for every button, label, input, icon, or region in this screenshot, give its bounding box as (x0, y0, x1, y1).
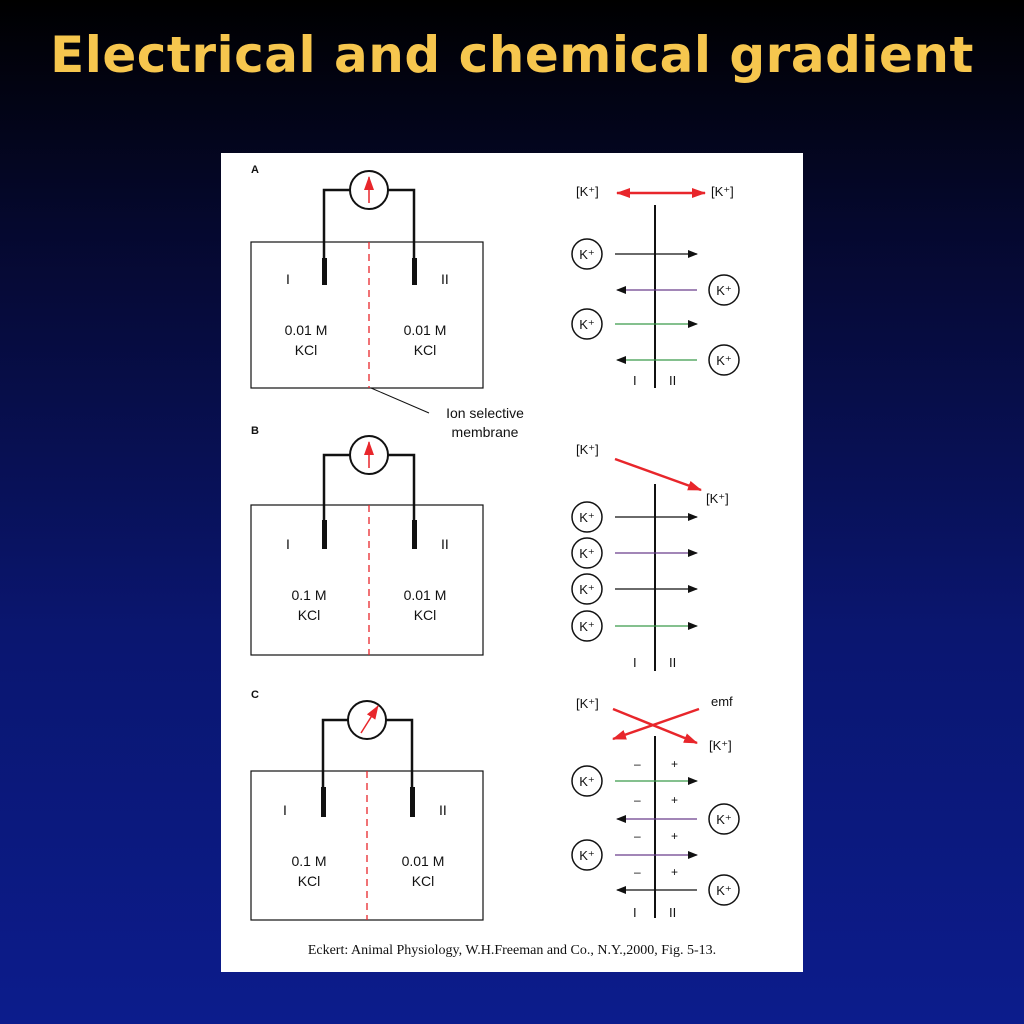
membrane-label: membrane (452, 424, 519, 440)
electrode-wire (322, 453, 350, 523)
concentration-label: [K⁺] (576, 442, 599, 457)
minus-sign: – (634, 793, 641, 807)
ion-circle (708, 874, 740, 906)
right-concentration: 0.01 M (404, 587, 447, 603)
membrane-leader-line (370, 387, 430, 414)
side-label: I (286, 536, 290, 552)
side-label: II (669, 373, 676, 388)
electrode (412, 520, 417, 549)
ion-circle (571, 501, 603, 533)
left-salt: KCl (298, 873, 321, 889)
ion-circle (708, 344, 740, 376)
right-salt: KCl (414, 342, 437, 358)
electrode (321, 787, 326, 817)
electrode (410, 787, 415, 817)
panel-c: C I II 0.1 M KCl 0.01 M KCl [K⁺] emf [K⁺… (250, 689, 740, 921)
ion-label: K⁺ (579, 317, 595, 332)
ion-label: K⁺ (579, 848, 595, 863)
concentration-label: [K⁺] (576, 184, 599, 199)
ion-circle (571, 610, 603, 642)
panel-a: A I II 0.01 M KCl 0.01 M KCl Ion selecti… (250, 164, 740, 440)
side-label: I (633, 905, 637, 920)
plus-sign: + (671, 757, 678, 771)
figure-diagram: A I II 0.01 M KCl 0.01 M KCl Ion selecti… (250, 164, 740, 921)
ion-circle (571, 573, 603, 605)
panel-b: B I II 0.1 M KCl 0.01 M KCl [K⁺] [K⁺] I … (250, 425, 729, 671)
plus-sign: + (671, 865, 678, 879)
right-concentration: 0.01 M (404, 322, 447, 338)
electrode (322, 520, 327, 549)
figure-caption: Eckert: Animal Physiology, W.H.Freeman a… (307, 943, 717, 958)
emf-label: emf (711, 694, 733, 709)
electrode-wire (322, 188, 350, 261)
emf-arrow (612, 707, 700, 741)
meter-needle (360, 705, 379, 734)
ion-circle (571, 765, 603, 797)
ion-label: K⁺ (716, 883, 732, 898)
gradient-arrow (614, 457, 702, 492)
electrode-wire (388, 453, 416, 523)
side-label: II (441, 271, 449, 287)
panel-letter: B (251, 425, 259, 437)
electrode-wire (386, 718, 414, 790)
voltmeter (347, 700, 387, 740)
side-label: I (633, 655, 637, 670)
ion-circle (571, 308, 603, 340)
electrode (322, 258, 327, 285)
ion-label: K⁺ (716, 353, 732, 368)
concentration-label: [K⁺] (709, 738, 732, 753)
plus-sign: + (671, 829, 678, 843)
ion-circle (571, 537, 603, 569)
left-concentration: 0.1 M (291, 853, 326, 869)
side-label: II (669, 905, 676, 920)
side-label: I (286, 271, 290, 287)
concentration-label: [K⁺] (706, 491, 729, 506)
concentration-label: [K⁺] (576, 696, 599, 711)
ion-circle (708, 803, 740, 835)
electrode-wire (321, 718, 348, 790)
beaker (250, 241, 484, 389)
left-salt: KCl (298, 607, 321, 623)
ion-circle (708, 274, 740, 306)
side-label: II (439, 802, 447, 818)
electrode (412, 258, 417, 285)
minus-sign: – (634, 865, 641, 879)
left-salt: KCl (295, 342, 318, 358)
ion-label: K⁺ (579, 582, 595, 597)
ion-label: K⁺ (579, 247, 595, 262)
ion-label: K⁺ (716, 283, 732, 298)
plus-sign: + (671, 793, 678, 807)
ion-label: K⁺ (579, 619, 595, 634)
side-label: II (441, 536, 449, 552)
side-label: I (633, 373, 637, 388)
ion-circle (571, 238, 603, 270)
right-salt: KCl (414, 607, 437, 623)
electrode-wire (388, 188, 416, 261)
membrane-label: Ion selective (446, 405, 524, 421)
right-concentration: 0.01 M (402, 853, 445, 869)
ion-label: K⁺ (579, 774, 595, 789)
figure: A I II 0.01 M KCl 0.01 M KCl Ion selecti… (221, 153, 803, 972)
right-salt: KCl (412, 873, 435, 889)
ion-label: K⁺ (716, 812, 732, 827)
ion-label: K⁺ (579, 510, 595, 525)
left-concentration: 0.01 M (285, 322, 328, 338)
ion-label: K⁺ (579, 546, 595, 561)
minus-sign: – (634, 757, 641, 771)
panel-letter: A (251, 164, 259, 176)
side-label: II (669, 655, 676, 670)
ion-circle (571, 839, 603, 871)
side-label: I (283, 802, 287, 818)
panel-letter: C (251, 689, 259, 701)
left-concentration: 0.1 M (291, 587, 326, 603)
concentration-label: [K⁺] (711, 184, 734, 199)
gradient-arrow (612, 707, 698, 745)
slide-title: Electrical and chemical gradient (50, 26, 974, 84)
beaker (250, 504, 484, 656)
minus-sign: – (634, 829, 641, 843)
